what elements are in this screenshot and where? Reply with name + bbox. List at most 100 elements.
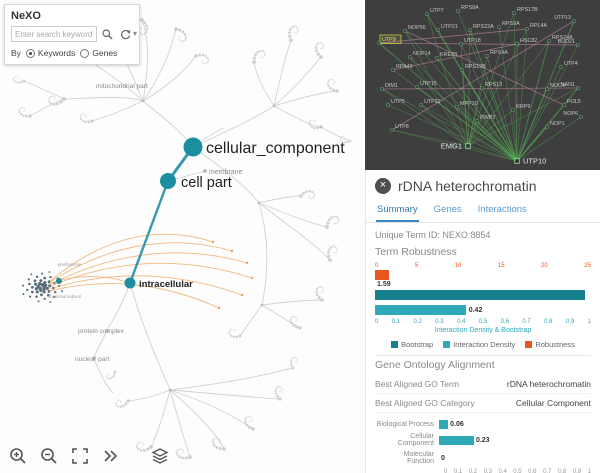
- density-row: 0.42: [375, 305, 591, 315]
- gene-node-pwp2[interactable]: PWP2: [475, 115, 496, 123]
- svg-text:DIM1: DIM1: [385, 83, 398, 89]
- radio-keywords-dot[interactable]: [25, 48, 35, 58]
- fit-to-screen-icon[interactable]: [69, 445, 91, 467]
- robustness-row: 1.59: [375, 270, 591, 288]
- gene-node-nan1[interactable]: NAN1: [561, 82, 580, 90]
- close-icon[interactable]: ×: [375, 178, 391, 194]
- svg-text:UTP15: UTP15: [420, 81, 437, 87]
- gene-node-bud21[interactable]: BUD21: [558, 39, 580, 47]
- bootstrap-row: [375, 290, 591, 300]
- detail-header: × rDNA heterochromatin: [366, 170, 600, 198]
- zoom-out-icon[interactable]: [38, 445, 60, 467]
- svg-text:NAN1: NAN1: [561, 82, 575, 88]
- robustness-heading: Term Robustness: [375, 246, 457, 258]
- svg-text:RPS4A: RPS4A: [490, 50, 508, 56]
- svg-text:RPA49: RPA49: [396, 64, 413, 70]
- gene-node-nop1[interactable]: NOP1: [545, 121, 565, 129]
- gene-node-utp21[interactable]: UTP21: [436, 24, 458, 32]
- gene-node-utp18[interactable]: UTP18: [459, 38, 481, 46]
- gene-node-utp13[interactable]: UTP13: [554, 15, 576, 23]
- radio-keywords[interactable]: Keywords: [25, 48, 75, 58]
- gene-node-rps4a[interactable]: RPS4A: [485, 50, 508, 58]
- svg-text:RPL4A: RPL4A: [530, 23, 547, 29]
- gene-node-utp7[interactable]: UTP7: [425, 8, 444, 16]
- gene-node-utp15[interactable]: UTP15: [415, 81, 437, 89]
- svg-text:UTP18: UTP18: [464, 38, 481, 44]
- node-cluster-term[interactable]: [56, 278, 62, 284]
- gene-node-rpa49[interactable]: RPA49: [391, 64, 413, 72]
- search-input[interactable]: [11, 26, 97, 42]
- gene-node-utp9[interactable]: UTP9: [377, 34, 402, 45]
- gene-node-rps17b[interactable]: RPS17B: [512, 7, 538, 15]
- search-icon[interactable]: [100, 27, 115, 42]
- svg-text:EMG1: EMG1: [441, 142, 462, 151]
- gene-node-rps24a[interactable]: RPS24A: [547, 35, 573, 43]
- node-cell-part[interactable]: [160, 173, 176, 189]
- label-membrane: membrane: [209, 169, 243, 176]
- gene-node-emg1[interactable]: EMG1: [441, 142, 471, 151]
- svg-text:MPP10: MPP10: [460, 101, 478, 107]
- node-cellular-component[interactable]: [183, 137, 203, 157]
- gene-node-rps19b[interactable]: RPS19B: [460, 64, 486, 72]
- radio-genes[interactable]: Genes: [80, 48, 117, 58]
- gene-node-rrp9[interactable]: RRP9: [511, 104, 531, 112]
- svg-text:NOP6: NOP6: [563, 111, 578, 117]
- gene-node-nop56[interactable]: NOP56: [403, 25, 426, 33]
- gene-node-rpl4a[interactable]: RPL4A: [525, 23, 548, 31]
- gene-cluster: [22, 271, 63, 303]
- zoom-in-icon[interactable]: [7, 445, 29, 467]
- label-cell-part: cell part: [181, 175, 232, 191]
- tab-genes[interactable]: Genes: [433, 204, 462, 215]
- by-label: By: [11, 48, 21, 58]
- term-id-value: NEXO:8854: [442, 230, 491, 240]
- gene-node-utp10[interactable]: UTP10: [514, 157, 547, 166]
- svg-text:UTP21: UTP21: [441, 24, 458, 30]
- gene-node-mpp10[interactable]: MPP10: [455, 101, 478, 109]
- expand-levels-icon[interactable]: [100, 445, 122, 467]
- gene-node-nop6[interactable]: NOP6: [563, 111, 583, 119]
- layers-icon[interactable]: [149, 445, 171, 467]
- svg-text:RPS13: RPS13: [485, 82, 502, 88]
- radio-genes-label: Genes: [92, 48, 118, 58]
- gene-node-nop14[interactable]: NOP14: [408, 51, 431, 59]
- gene-node-dim1[interactable]: DIM1: [380, 83, 398, 91]
- ontology-tree-panel: cellular_component cell part intracellul…: [0, 0, 365, 473]
- gene-node-noc4[interactable]: NOC4: [545, 83, 565, 91]
- gene-node-hsc82[interactable]: HSC82: [515, 38, 538, 46]
- gene-node-utp8[interactable]: UTP8: [390, 124, 409, 132]
- node-intracellular[interactable]: [124, 277, 136, 289]
- svg-text:UTP4: UTP4: [564, 61, 578, 67]
- gene-node-rps22a[interactable]: RPS22A: [468, 24, 494, 32]
- ontology-tree-canvas[interactable]: cellular_component cell part intracellul…: [0, 0, 365, 473]
- tab-summary[interactable]: Summary: [376, 201, 419, 222]
- label-protein-complex: protein complex: [78, 328, 125, 335]
- term-detail-panel: × rDNA heterochromatin Summary Genes Int…: [365, 170, 600, 473]
- alignment-row-category: Best Aligned GO Category Cellular Compon…: [375, 394, 591, 413]
- label-cellular-component: cellular_component: [206, 140, 345, 157]
- search-mode-row: By Keywords Genes: [11, 48, 133, 58]
- interaction-edge-endpoints: [211, 240, 254, 310]
- svg-text:NOP14: NOP14: [413, 51, 431, 57]
- gene-node-rps9a[interactable]: RPS9A: [497, 21, 520, 29]
- gene-node-rps8a[interactable]: RPS8A: [456, 5, 479, 13]
- svg-text:PWP2: PWP2: [480, 115, 495, 121]
- gene-node-kre33[interactable]: KRE33: [435, 52, 457, 60]
- label-preribosome: preribosome: [58, 262, 82, 267]
- detail-body: Unique Term ID: NEXO:8854 Term Robustnes…: [366, 223, 600, 473]
- chevron-down-icon[interactable]: ▾: [132, 29, 137, 38]
- gene-node-utp22[interactable]: UTP22: [419, 99, 441, 107]
- gene-node-pol5[interactable]: POL5: [562, 99, 581, 107]
- reset-icon[interactable]: [118, 27, 133, 42]
- alignment-row-value: Cellular Component: [515, 398, 591, 408]
- tab-interactions[interactable]: Interactions: [477, 204, 527, 215]
- gene-node-utp4[interactable]: UTP4: [559, 61, 578, 69]
- gene-node-utp5[interactable]: UTP5: [386, 99, 405, 107]
- svg-text:NOC4: NOC4: [550, 83, 565, 89]
- gene-node-rps13[interactable]: RPS13: [480, 82, 502, 90]
- radio-genes-dot[interactable]: [80, 48, 90, 58]
- app-title: NeXO: [11, 10, 41, 22]
